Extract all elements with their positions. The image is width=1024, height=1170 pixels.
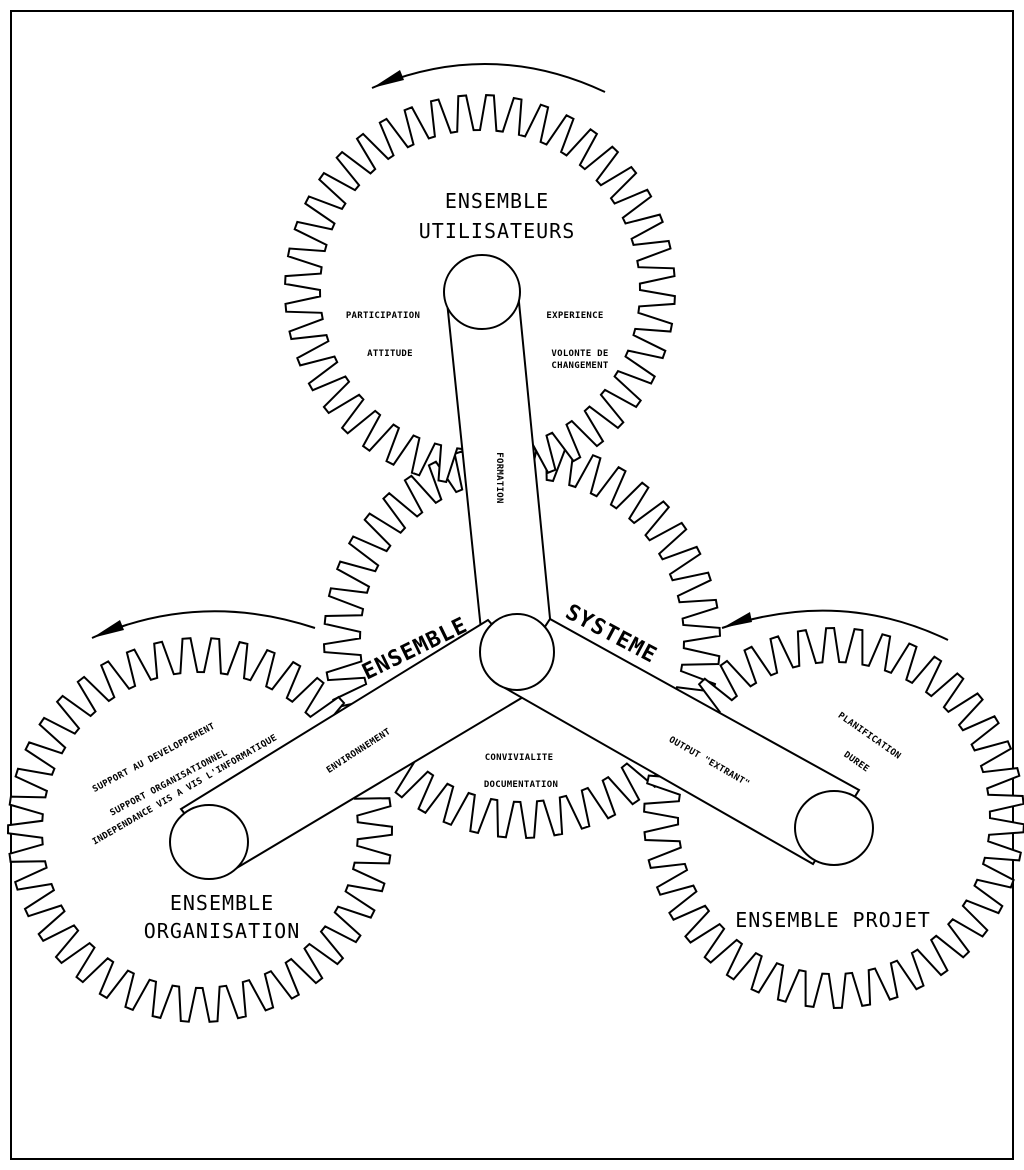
users-rotation-arrow xyxy=(372,64,605,92)
experience-label: EXPERIENCE xyxy=(546,311,603,321)
documentation-label: DOCUMENTATION xyxy=(484,780,558,790)
central-hub xyxy=(480,614,554,690)
organisation-rotation-arrow xyxy=(92,611,315,638)
attitude-label: ATTITUDE xyxy=(367,349,413,359)
participation-label: PARTICIPATION xyxy=(346,311,420,321)
organisation-title-line1: ENSEMBLE xyxy=(170,891,274,915)
volonte-label-line1: VOLONTE DE xyxy=(551,349,608,359)
project-arrowhead xyxy=(722,612,752,628)
users-title-line2: UTILISATEURS xyxy=(419,219,576,243)
formation-label: FORMATION xyxy=(494,452,504,503)
users-title-line1: ENSEMBLE xyxy=(445,189,549,213)
organisation-arrowhead xyxy=(92,620,124,638)
environnement-end xyxy=(170,805,248,879)
convivialite-label: CONVIVIALITE xyxy=(485,753,554,763)
project-title: ENSEMBLE PROJET xyxy=(735,908,931,932)
formation-top-end xyxy=(444,255,520,329)
users-arrowhead xyxy=(372,70,404,88)
output-end xyxy=(795,791,873,865)
volonte-label-line2: CHANGEMENT xyxy=(551,361,608,371)
organisation-title-line2: ORGANISATION xyxy=(144,919,301,943)
